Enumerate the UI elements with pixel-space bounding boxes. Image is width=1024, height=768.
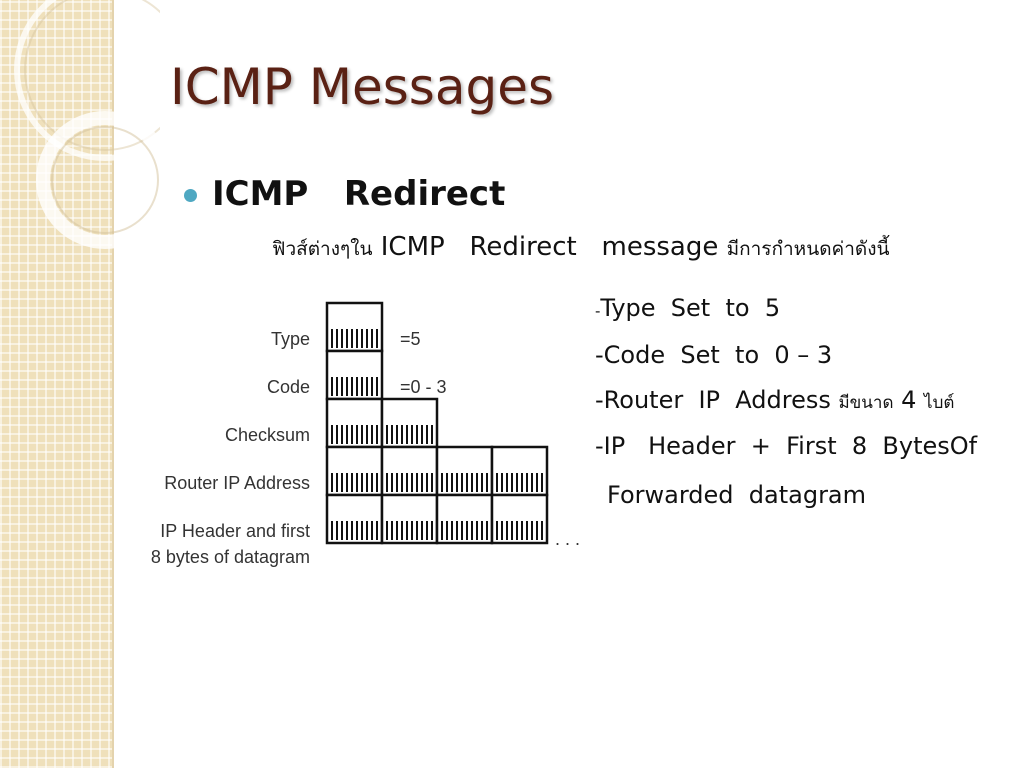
label-ip-header-2: 8 bytes of datagram	[151, 547, 310, 567]
diagram-cell-bits	[495, 521, 544, 540]
diagram-cells	[325, 301, 549, 545]
field-code: -Code Set to 0 – 3	[595, 341, 833, 369]
diagram-cell-bits	[385, 425, 434, 444]
decorative-rings	[14, 0, 160, 249]
field-router-thai-2: ไบต์	[924, 393, 955, 413]
diagram-cell-bits	[440, 521, 489, 540]
diagram-cell-bits	[330, 329, 379, 348]
value-code: =0 - 3	[400, 377, 447, 397]
label-router-ip: Router IP Address	[164, 473, 310, 493]
field-forwarded-datagram: Forwarded datagram	[607, 481, 867, 509]
diagram-cell-bits	[495, 473, 544, 492]
label-code: Code	[267, 377, 310, 397]
label-ip-header-1: IP Header and first	[160, 521, 310, 541]
subtitle-line: ฟิวส์ต่างๆใน ICMP Redirect message มีการ…	[272, 232, 890, 264]
icmp-redirect-diagram: Type Code Checksum Router IP Address IP …	[151, 301, 580, 567]
subtitle-thai-prefix: ฟิวส์ต่างๆใน	[272, 238, 373, 260]
field-ip-header: -IP Header + First 8 BytesOf	[595, 432, 978, 460]
field-type-text: Type Set to 5	[600, 294, 781, 322]
diagram-cell-bits	[385, 521, 434, 540]
diagram-cell-bits	[330, 425, 379, 444]
bullet-heading: ICMP Redirect	[212, 174, 506, 214]
field-router-en: -Router IP Address	[595, 386, 839, 414]
label-type: Type	[271, 329, 310, 349]
page-title: ICMP Messages	[170, 58, 555, 116]
field-router-ip: -Router IP Address มีขนาด 4 ไบต์	[595, 386, 954, 416]
label-checksum: Checksum	[225, 425, 310, 445]
diagram-cell-bits	[330, 521, 379, 540]
diagram-cell-bits	[440, 473, 489, 492]
subtitle-english: ICMP Redirect message	[372, 232, 727, 262]
diagram-ellipsis: . . .	[555, 529, 580, 549]
field-router-thai-1: มีขนาด	[838, 393, 894, 413]
diagram-cell-bits	[330, 377, 379, 396]
field-type: -Type Set to 5	[595, 294, 780, 322]
diagram-cell-bits	[385, 473, 434, 492]
value-type: =5	[400, 329, 421, 349]
diagram-cell-bits	[330, 473, 379, 492]
subtitle-thai-suffix: มีการกำหนดค่าดังนี้	[726, 238, 890, 260]
field-router-num: 4	[893, 386, 925, 414]
field-type-dash: -	[595, 302, 601, 320]
bullet-icon	[184, 189, 197, 202]
